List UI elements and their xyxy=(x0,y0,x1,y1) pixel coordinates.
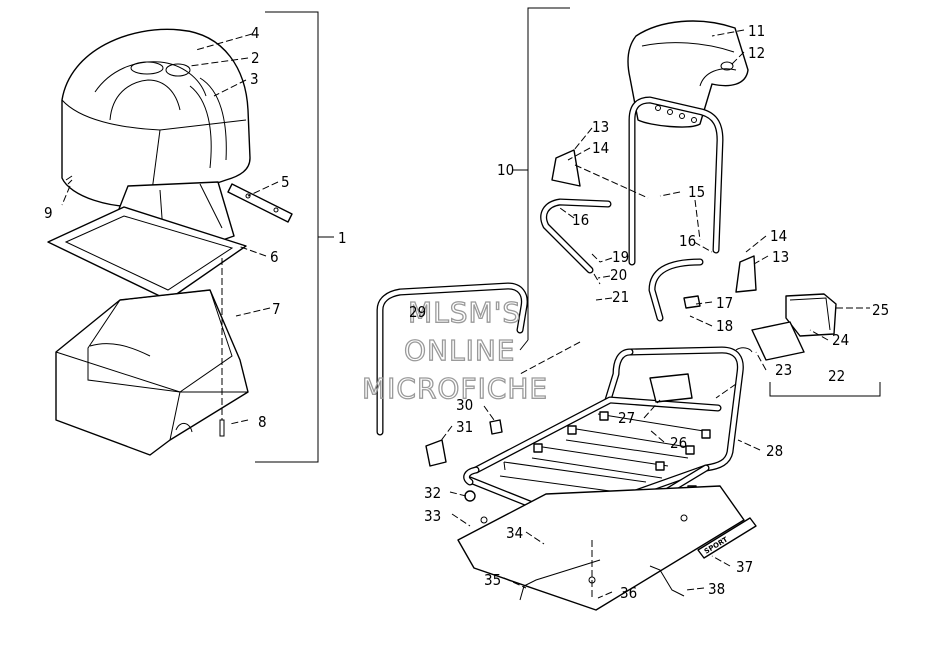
rod xyxy=(519,559,601,601)
callout-26: 26 xyxy=(670,434,687,452)
callout-38: 38 xyxy=(708,580,725,598)
callout-16-left: 16 xyxy=(572,211,589,229)
mount-bracket xyxy=(425,439,447,467)
storage-box-lower xyxy=(55,289,249,456)
callout-35: 35 xyxy=(484,571,501,589)
watermark: MLSM'S ONLINE MICROFICHE xyxy=(361,295,548,405)
light-bracket xyxy=(751,321,805,361)
callout-22: 22 xyxy=(828,367,845,385)
rack-assembly: SPORT xyxy=(376,7,881,611)
callout-6: 6 xyxy=(270,248,279,266)
clamp xyxy=(683,295,701,309)
callout-16-right: 16 xyxy=(679,232,696,250)
callout-13-right: 13 xyxy=(772,248,789,266)
fastener-9 xyxy=(65,175,73,185)
callout-33: 33 xyxy=(424,507,441,525)
callout-9: 9 xyxy=(44,204,53,222)
callout-1: 1 xyxy=(338,229,347,247)
group-bracket-1 xyxy=(255,11,334,463)
callout-36: 36 xyxy=(620,584,637,602)
callout-23: 23 xyxy=(775,361,792,379)
watermark-line-2: ONLINE xyxy=(404,334,515,367)
callout-18: 18 xyxy=(716,317,733,335)
callout-24: 24 xyxy=(832,331,849,349)
callout-37: 37 xyxy=(736,558,753,576)
callout-4: 4 xyxy=(251,24,260,42)
callout-30: 30 xyxy=(456,396,473,414)
bracket-right xyxy=(735,255,757,293)
screw xyxy=(219,419,225,437)
callout-20: 20 xyxy=(610,266,627,284)
group-bracket-10 xyxy=(512,7,570,351)
nut-30 xyxy=(489,419,503,435)
callout-labels: 1 2 3 4 5 6 7 8 9 10 11 12 13 13 14 14 1… xyxy=(44,22,889,602)
callout-5: 5 xyxy=(281,173,290,191)
tail-light xyxy=(785,293,837,337)
callout-13-left: 13 xyxy=(592,118,609,136)
callout-32: 32 xyxy=(424,484,441,502)
mounting-plate xyxy=(47,206,247,301)
callout-12: 12 xyxy=(748,44,765,62)
watermark-line-1: MLSM'S xyxy=(408,296,521,329)
callout-15: 15 xyxy=(688,183,705,201)
callout-21: 21 xyxy=(612,288,629,306)
watermark-line-3: MICROFICHE xyxy=(362,372,548,405)
callout-10: 10 xyxy=(497,161,514,179)
washer-32 xyxy=(464,490,476,502)
bracket-left xyxy=(551,149,581,187)
callout-3: 3 xyxy=(250,70,259,88)
callout-34: 34 xyxy=(506,524,523,542)
backrest-frame xyxy=(628,96,724,266)
leader-lines xyxy=(189,29,829,599)
callout-19: 19 xyxy=(612,248,629,266)
callout-8: 8 xyxy=(258,413,267,431)
base-plate xyxy=(457,485,745,611)
group-bracket-22 xyxy=(769,382,881,397)
bracket-38 xyxy=(649,565,685,597)
callout-7: 7 xyxy=(272,300,281,318)
callout-2: 2 xyxy=(251,49,260,67)
callout-25: 25 xyxy=(872,301,889,319)
callout-11: 11 xyxy=(748,22,765,40)
seat-box-assembly xyxy=(47,11,334,463)
callout-14-left: 14 xyxy=(592,139,609,157)
callout-31: 31 xyxy=(456,418,473,436)
callout-14-right: 14 xyxy=(770,227,787,245)
callout-17: 17 xyxy=(716,294,733,312)
callout-29: 29 xyxy=(409,303,426,321)
callout-27: 27 xyxy=(618,409,635,427)
callout-28: 28 xyxy=(766,442,783,460)
seat-cushion xyxy=(61,28,251,208)
